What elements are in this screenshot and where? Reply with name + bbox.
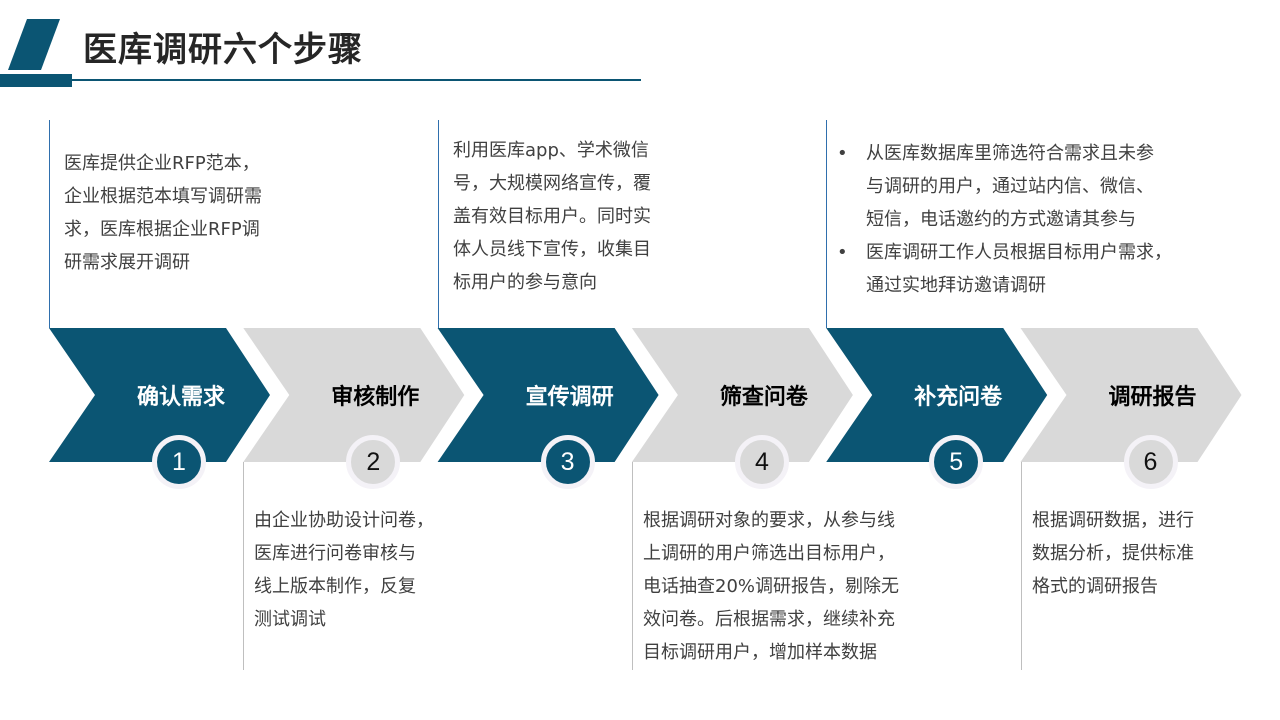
description-line: 线上版本制作，反复 (254, 576, 416, 597)
description-line: 从医库数据库里筛选符合需求且未参 (866, 143, 1154, 164)
step-description: 由企业协助设计问卷， 医库进行问卷审核与线上版本制作，反复测试调试 (243, 462, 543, 670)
step-label: 确认需求 (136, 385, 225, 410)
step-number-badge: 6 (1123, 435, 1178, 489)
description-line: 数据分析，提供标准 (1032, 543, 1194, 564)
chevron-step-5 (826, 328, 1048, 462)
description-line: 根据调研数据，进行 (1032, 510, 1194, 531)
page-title: 医库调研六个步骤 (83, 30, 363, 70)
step-description: 根据调研数据，进行数据分析，提供标准格式的调研报告 (1021, 462, 1280, 670)
step-description: 利用医库app、学术微信号，大规模网络宣传，覆盖有效目标用户。同时实体人员线下宣… (438, 120, 678, 328)
chevron-step-6 (1020, 328, 1242, 462)
step-number-badge: 5 (929, 435, 984, 489)
bullet-item: 从医库数据库里筛选符合需求且未参与调研的用户，通过站内信、微信、短信，电话邀约的… (837, 137, 1226, 236)
step-description: 医库提供企业RFP范本， 企业根据范本填写调研需求，医库根据企业RFP调研需求展开… (49, 120, 289, 328)
description-line: 医库调研工作人员根据目标用户需求， (866, 242, 1172, 263)
step-number-badge: 4 (734, 435, 789, 489)
description-line: 短信，电话邀约的方式邀请其参与 (866, 209, 1136, 230)
description-line: 通过实地拜访邀请调研 (866, 275, 1046, 296)
step-label: 调研报告 (1108, 385, 1197, 410)
description-line: 根据调研对象的要求，从参与线 (643, 510, 895, 531)
step-number-badge: 2 (346, 435, 401, 489)
description-line: 标用户的参与意向 (453, 272, 597, 293)
description-line: 上调研的用户筛选出目标用户， (643, 543, 895, 564)
step-description: 从医库数据库里筛选符合需求且未参与调研的用户，通过站内信、微信、短信，电话邀约的… (826, 120, 1226, 328)
description-line: 由企业协助设计问卷， (254, 510, 434, 531)
title-decoration (0, 19, 641, 87)
description-line: 目标调研用户，增加样本数据 (643, 642, 877, 663)
step-label: 筛查问卷 (719, 385, 808, 410)
description-line: 企业根据范本填写调研需 (64, 186, 262, 207)
description-line: 测试调试 (254, 609, 326, 630)
description-line: 利用医库app、学术微信 (453, 140, 649, 161)
description-line: 医库提供企业RFP范本， (64, 153, 260, 174)
description-line: 号，大规模网络宣传，覆 (453, 173, 651, 194)
bullet-item: 医库调研工作人员根据目标用户需求， 通过实地拜访邀请调研 (837, 236, 1226, 302)
step-description: 根据调研对象的要求，从参与线上调研的用户筛选出目标用户， 电话抽查20%调研报告，… (632, 462, 932, 670)
step-label: 审核制作 (331, 385, 420, 410)
description-line: 盖有效目标用户。同时实 (453, 206, 651, 227)
chevron-step-2 (243, 328, 465, 462)
description-line: 医库进行问卷审核与 (254, 543, 416, 564)
chevron-step-1 (49, 328, 270, 462)
description-line: 效问卷。后根据需求，继续补充 (643, 609, 895, 630)
step-label: 补充问卷 (914, 385, 1003, 410)
chevron-step-3 (437, 328, 659, 462)
description-line: 体人员线下宣传，收集目 (453, 239, 651, 260)
chevron-step-4 (631, 328, 853, 462)
step-label: 宣传调研 (525, 385, 614, 410)
description-line: 格式的调研报告 (1032, 576, 1158, 597)
bullet-list: 从医库数据库里筛选符合需求且未参与调研的用户，通过站内信、微信、短信，电话邀约的… (837, 137, 1226, 302)
description-line: 与调研的用户，通过站内信、微信、 (866, 176, 1154, 197)
step-number-badge: 1 (152, 435, 206, 489)
description-line: 求，医库根据企业RFP调 (64, 219, 260, 240)
description-line: 研需求展开调研 (64, 252, 190, 273)
description-line: 电话抽查20%调研报告，剔除无 (643, 576, 900, 597)
step-number-badge: 3 (540, 435, 595, 489)
